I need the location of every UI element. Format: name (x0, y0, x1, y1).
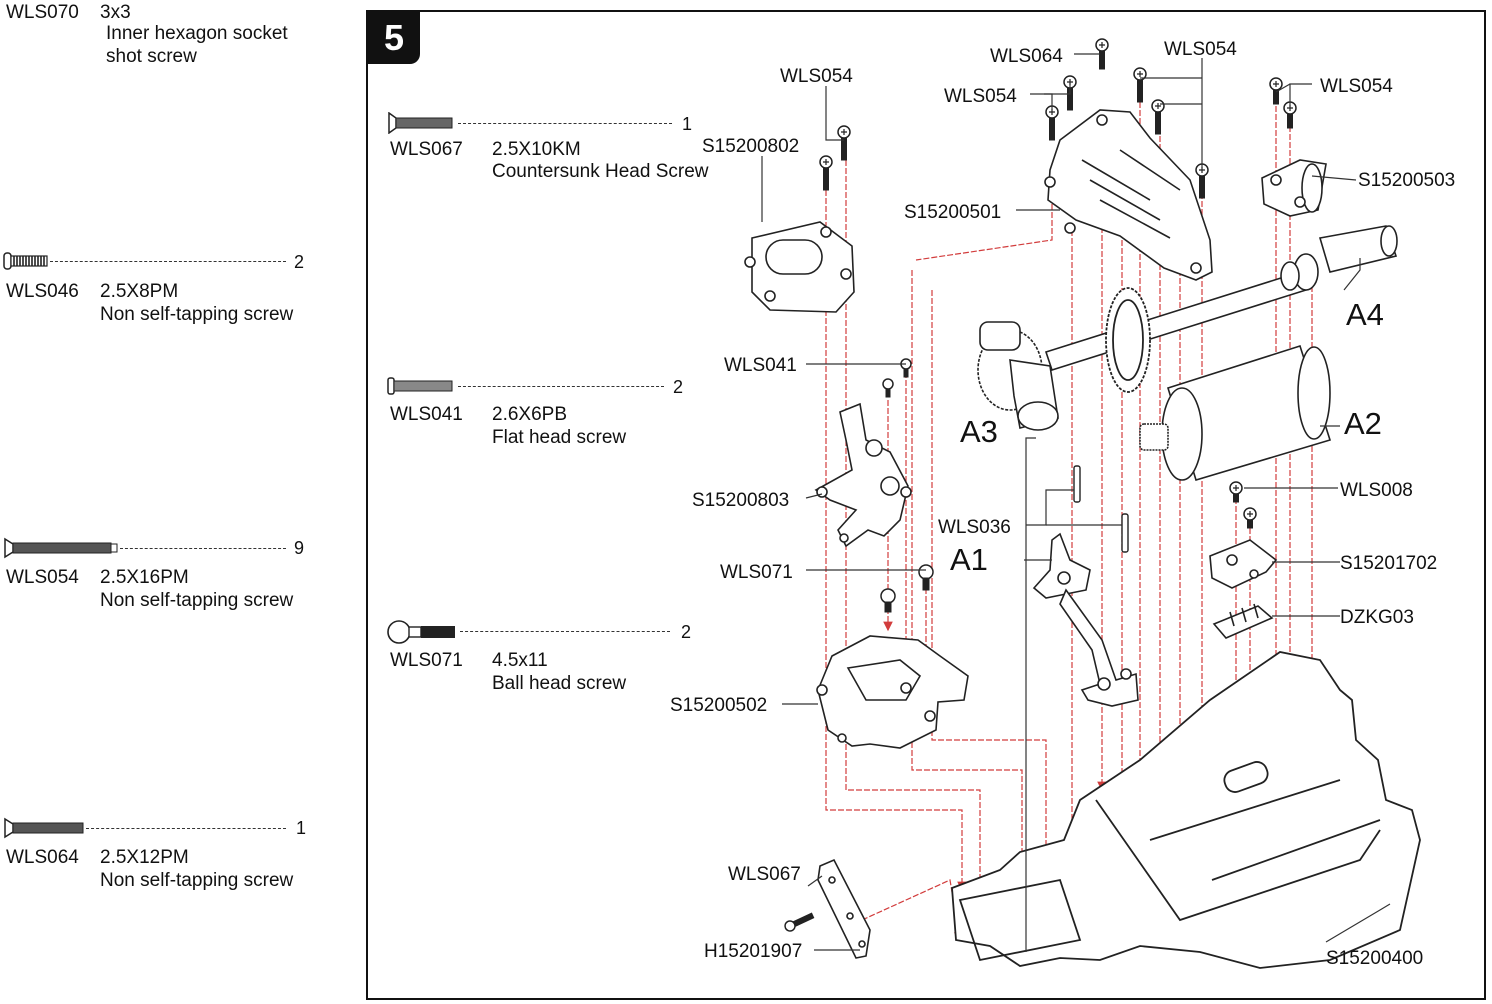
part-qty: 1 (682, 114, 693, 134)
pin-icons (1073, 465, 1129, 553)
callout-labels: WLS054 S15200802 WLS064 WLS054 WLS054 WL… (670, 39, 1455, 969)
main-chassis-part (951, 651, 1421, 969)
countersunk-screw-icon (388, 112, 453, 134)
ball-head-screw-icon (387, 620, 455, 644)
part-qty: 1 (296, 818, 307, 838)
label-a2: A2 (1344, 406, 1382, 441)
part-code: WLS046 (6, 281, 79, 302)
callout-wls008: WLS008 (1340, 480, 1413, 501)
screw-icon (4, 817, 84, 839)
part-size: 2.5X10KM (492, 139, 581, 160)
part-size: 2.5X16PM (100, 567, 189, 588)
callout-wls054-top: WLS054 (1164, 39, 1237, 60)
part-name: Non self-tapping screw (100, 304, 294, 325)
motor-assembly-a2 (1139, 344, 1332, 481)
callout-wls041: WLS041 (724, 355, 797, 376)
switch-mount-part (1209, 539, 1278, 589)
callout-wls071: WLS071 (720, 562, 793, 583)
callout-wls054-mid: WLS054 (944, 86, 1017, 107)
screw-icon (3, 252, 48, 270)
callout-s15200802: S15200802 (702, 136, 799, 157)
part-name: Non self-tapping screw (100, 870, 294, 891)
leader-line (458, 386, 664, 387)
step-number-badge: 5 (368, 12, 420, 64)
callout-wls054-right: WLS054 (1320, 76, 1393, 97)
shaft-assembly-a4 (1044, 225, 1398, 371)
callout-leader-lines (761, 53, 1391, 952)
switch-part (1212, 603, 1274, 639)
part-name: Countersunk Head Screw (492, 161, 709, 182)
callout-s15200803: S15200803 (692, 490, 789, 511)
callout-dzkg03: DZKG03 (1340, 607, 1414, 628)
part-size: 2.6X6PB (492, 404, 567, 425)
part-code: WLS070 (6, 2, 79, 23)
part-qty: 2 (294, 252, 305, 272)
part-name: Ball head screw (492, 673, 627, 694)
label-a1: A1 (950, 542, 988, 577)
steering-link-assembly-a1 (1032, 532, 1139, 707)
callout-s15201702: S15201702 (1340, 553, 1437, 574)
leader-line (458, 123, 672, 124)
part-size: 4.5x11 (492, 650, 548, 671)
part-code: WLS071 (390, 650, 463, 671)
callout-wls054-left: WLS054 (780, 66, 853, 87)
callout-wls067: WLS067 (728, 864, 801, 885)
leader-line (120, 548, 286, 549)
lower-gearbox-part (816, 635, 969, 749)
differential-assembly-a3 (977, 321, 1059, 431)
part-name: Flat head screw (492, 427, 627, 448)
servo-saver-bracket (744, 221, 855, 313)
upper-gearbox-part (1044, 109, 1213, 281)
bearing-cap-part (1261, 159, 1327, 217)
label-a4: A4 (1346, 297, 1384, 332)
flat-head-screw-icon (387, 377, 453, 395)
spur-gear (1105, 287, 1151, 393)
leader-line (460, 631, 670, 632)
part-size: 2.5X12PM (100, 847, 189, 868)
screw-icons (784, 38, 1297, 932)
screw-icon (4, 537, 118, 559)
steering-arm-part (814, 402, 912, 548)
part-qty: 2 (673, 377, 684, 397)
callout-s15200501: S15200501 (904, 202, 1001, 223)
leader-line (86, 828, 286, 829)
part-qty: 9 (294, 538, 305, 558)
part-name: Inner hexagon socket (106, 23, 288, 44)
callout-wls064: WLS064 (990, 46, 1063, 67)
part-code: WLS064 (6, 847, 79, 868)
callout-s15200400: S15200400 (1326, 948, 1423, 969)
part-code: WLS067 (390, 139, 463, 160)
assembly-step-panel (366, 10, 1486, 1000)
label-a3: A3 (960, 414, 998, 449)
callout-s15200503: S15200503 (1358, 170, 1455, 191)
assembly-labels: A1 A2 A3 A4 (950, 297, 1384, 577)
callout-wls036: WLS036 (938, 517, 1011, 538)
part-code: WLS054 (6, 567, 79, 588)
part-size: 2.5X8PM (100, 281, 179, 302)
part-code: WLS041 (390, 404, 463, 425)
callout-h15201907: H15201907 (704, 941, 802, 962)
side-rail-part (817, 858, 871, 959)
part-name: Non self-tapping screw (100, 590, 294, 611)
part-name-cont: shot screw (106, 46, 197, 67)
part-qty: 2 (681, 622, 692, 642)
leader-line (50, 261, 286, 262)
part-size: 3x3 (100, 2, 131, 23)
callout-s15200502: S15200502 (670, 695, 767, 716)
